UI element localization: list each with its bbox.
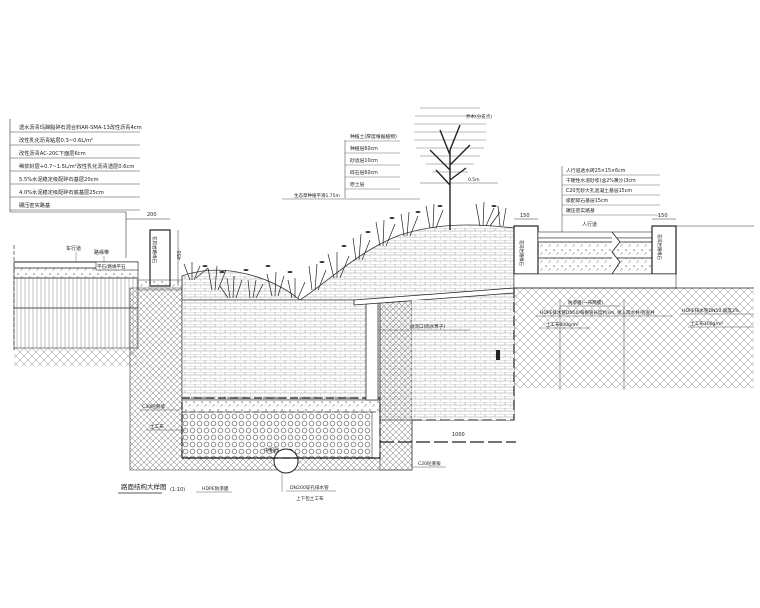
right-stone-label2: 花岗岩路缘石 bbox=[656, 234, 663, 260]
mid-layer-2: 种植层60cm bbox=[350, 145, 378, 152]
dim-150b: 150 bbox=[658, 213, 668, 219]
left-layer-6: 4.0%水泥稳定级配碎石底基层25cm bbox=[19, 188, 104, 196]
pipe-center-label: DN200穿孔排水管 bbox=[290, 484, 329, 491]
drawing-scale: (1:10) bbox=[170, 487, 185, 493]
grass-plants bbox=[183, 201, 507, 299]
drawing-title-block: 路面结构大样图 (1:10) bbox=[118, 482, 185, 494]
sidewalk-label: 人行道 bbox=[582, 221, 597, 228]
left-curb-stone bbox=[137, 229, 183, 291]
bioretention-trench: 中粗砂 bbox=[129, 224, 515, 474]
left-wall-notes: C30砼侧墙 土工布 C20砼底板 bbox=[140, 403, 446, 468]
mid-layer-1: 种植土(厚度根据植物) bbox=[350, 133, 397, 140]
bottom-labels: DN200穿孔排水管 上下包土工布 HDPE防渗膜 bbox=[196, 473, 336, 502]
left-layer-7: 碾压密实路基 bbox=[19, 201, 51, 209]
middle-layer-table: 种植土(厚度根据植物) 种植层60cm 砂滤层10cm 碎石层60cm 原土层 … bbox=[282, 133, 420, 200]
mid-layer-4: 碎石层60cm bbox=[350, 169, 378, 176]
right-pipe-notes: HDPE排水管DN50,坡度3% 土工布300g/m² bbox=[680, 307, 754, 328]
left-layer-4: 稀浆封层+0.7~1.5L/m²改性乳化沥青透层0.6cm bbox=[19, 162, 134, 170]
pipe-note-3: 土工布300g/m² bbox=[546, 321, 579, 328]
tree-symbol: 乔木(分支点) 0.5m bbox=[414, 98, 498, 230]
left-road-label: 车行道 bbox=[66, 245, 81, 252]
left-curb2-label: 平石/路缘平石 bbox=[97, 263, 126, 270]
center-sand-text: 中粗砂 bbox=[264, 447, 279, 454]
drawing-title: 路面结构大样图 bbox=[121, 482, 167, 491]
pipe-note-1: 防渗膜(一布两膜) bbox=[568, 299, 603, 306]
left-layer-3: 改性沥青AC-20C下面层6cm bbox=[19, 149, 86, 157]
pipe-note-2: HDPE排水管DN50/每根管长度约3m, 接入雨水井/检查井 bbox=[540, 309, 655, 316]
grass-leaves bbox=[202, 205, 497, 273]
left-layer-5: 5.5%水泥稳定级配碎石基层20cm bbox=[19, 175, 99, 183]
tree-label: 乔木(分支点) bbox=[466, 113, 492, 120]
center-pipe-notes: 防渗膜(一布两膜) HDPE排水管DN50/每根管长度约3m, 接入雨水井/检查… bbox=[378, 299, 672, 331]
right-sidewalk: 花岗岩路缘石 花岗岩路缘石 人行道 150 150 bbox=[513, 213, 754, 390]
c20-label: C20砼底板 bbox=[418, 460, 441, 467]
tree-dim: 0.5m bbox=[468, 177, 480, 183]
mid-layer-3: 砂滤层10cm bbox=[350, 157, 378, 164]
overflow-label: 溢流口(雨水箅子) bbox=[410, 323, 445, 330]
dim-1000: 1000 bbox=[452, 432, 465, 438]
bank-note: 生态草种植平滑1.75m bbox=[294, 192, 340, 199]
left-curb-label: 路缘带 bbox=[94, 249, 109, 256]
pipe-center-label2: 上下包土工布 bbox=[296, 495, 324, 502]
right-layer-4: 级配碎石基层15cm bbox=[566, 197, 609, 204]
left-layer-1: 透水沥青玛蹄脂碎石混合料AR-SMA-13改性沥青4cm bbox=[19, 123, 142, 131]
right-layer-3: C20无砂大孔混凝土基层15cm bbox=[566, 187, 632, 194]
right-stone-label: 花岗岩路缘石 bbox=[518, 240, 525, 266]
dim-200: 200 bbox=[147, 212, 157, 218]
geo-left-label: 土工布 bbox=[150, 423, 164, 430]
right-fabric-label: 土工布300g/m² bbox=[690, 320, 723, 327]
dim-150a: 150 bbox=[520, 213, 530, 219]
right-layer-5: 碾压密实路基 bbox=[566, 207, 595, 214]
left-road-pavement bbox=[13, 245, 139, 366]
dim-450: 450 bbox=[177, 250, 183, 260]
dim-1000-line: 1000 bbox=[380, 432, 516, 443]
left-layer-2: 改性乳化沥青粘层0.3~0.6L/m² bbox=[19, 136, 93, 144]
right-layer-1: 人行道透水砖25×15×6cm bbox=[566, 167, 626, 174]
right-pipe-label: HDPE排水管DN50,坡度3% bbox=[682, 307, 740, 314]
hdpe-bottom-label: HDPE防渗膜 bbox=[202, 485, 229, 492]
mid-layer-5: 原土层 bbox=[350, 181, 365, 188]
right-layer-2: 干硬性水泥砂浆(含2%黄沙)3cm bbox=[566, 177, 636, 184]
right-layer-table: 人行道透水砖25×15×6cm 干硬性水泥砂浆(含2%黄沙)3cm C20无砂大… bbox=[561, 166, 660, 232]
left-layer-table: 透水沥青玛蹄脂碎石混合料AR-SMA-13改性沥青4cm 改性乳化沥青粘层0.3… bbox=[9, 119, 183, 286]
left-stone-label: 花岗岩路缘石 bbox=[151, 236, 158, 263]
c30-left-label: C30砼侧墙 bbox=[142, 403, 165, 410]
